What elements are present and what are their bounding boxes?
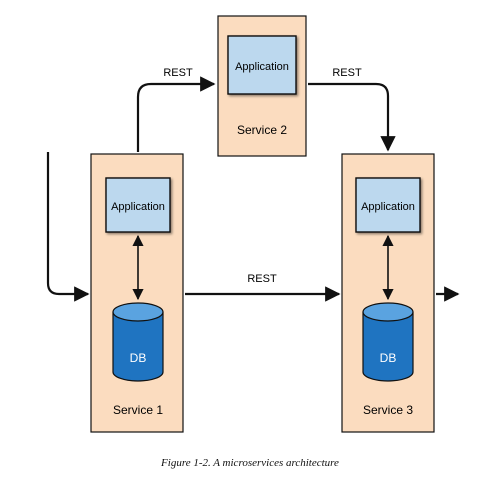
figure-caption: Figure 1-2. A microservices architecture — [161, 457, 339, 469]
service-3-application-box — [355, 177, 421, 233]
service-3-db-icon — [362, 302, 414, 382]
service-3-db-label: DB — [380, 351, 397, 365]
service-1-db-icon — [112, 302, 164, 382]
service-2-application-label: Application — [235, 61, 289, 73]
service-3-label: Service 3 — [363, 403, 413, 417]
rest-label-1: REST — [163, 67, 193, 79]
rest-arrow-service1-to-service2 — [136, 76, 216, 152]
incoming-arrow — [46, 152, 90, 302]
service-1-label: Service 1 — [113, 403, 163, 417]
service-2-label: Service 2 — [237, 123, 287, 137]
service-2-application-box — [227, 35, 297, 95]
rest-label-2: REST — [332, 67, 362, 79]
service-1-application-label: Application — [111, 201, 165, 213]
service-3-application-label: Application — [361, 201, 415, 213]
service-1-box: Application DB Service 1 — [90, 153, 184, 433]
rest-label-3: REST — [247, 273, 277, 285]
service-1-application-box — [105, 177, 171, 233]
rest-arrow-service2-to-service3 — [308, 82, 396, 152]
service-2-box: Application Service 2 — [217, 15, 307, 157]
service-1-db-label: DB — [130, 351, 147, 365]
